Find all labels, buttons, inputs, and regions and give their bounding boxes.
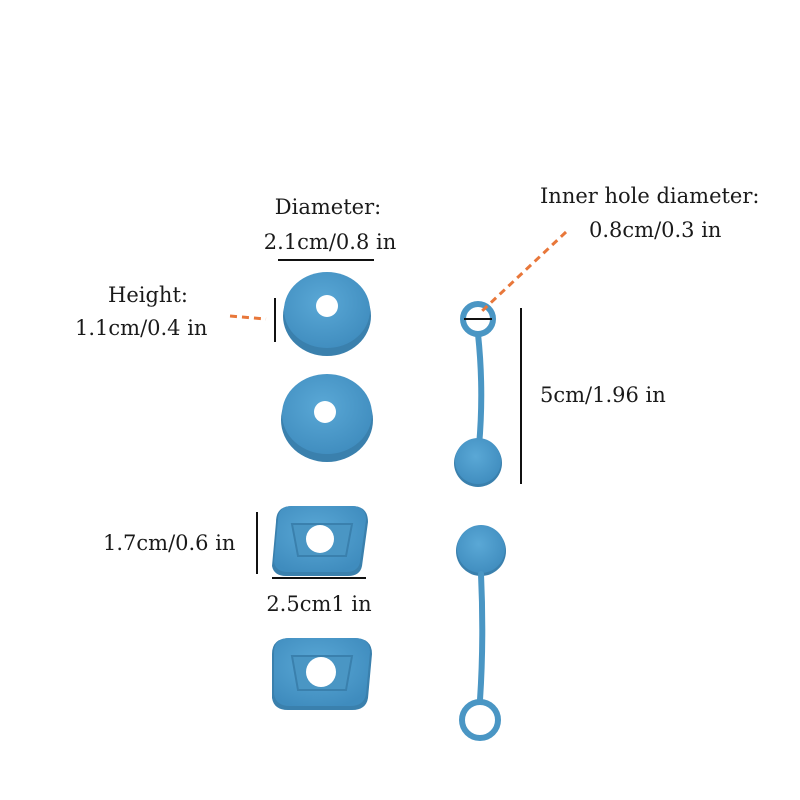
inner-hole-annotation-leader bbox=[480, 230, 568, 313]
height-value: 1.1cm/0.4 in bbox=[75, 316, 208, 340]
inner-hole-title: Inner hole diameter: bbox=[540, 184, 760, 208]
round-gasket-bottom bbox=[281, 374, 373, 462]
round-gasket-top bbox=[283, 272, 371, 356]
strap-cap-top bbox=[454, 301, 502, 487]
inner-hole-value: 0.8cm/0.3 in bbox=[589, 218, 722, 242]
rect-gasket-bottom bbox=[272, 638, 372, 710]
rect-gasket-top bbox=[272, 506, 368, 576]
rect-width-label: 2.5cm1 in bbox=[266, 592, 372, 616]
height-title: Height: bbox=[108, 283, 188, 307]
height-annotation-leader bbox=[229, 314, 267, 321]
diameter-title: Diameter: bbox=[274, 195, 382, 219]
strap-cap-bottom bbox=[456, 525, 506, 741]
strap-length-label: 5cm/1.96 in bbox=[540, 383, 666, 407]
rect-height-label: 1.7cm/0.6 in bbox=[103, 531, 236, 555]
diameter-value: 2.1cm/0.8 in bbox=[263, 230, 397, 254]
